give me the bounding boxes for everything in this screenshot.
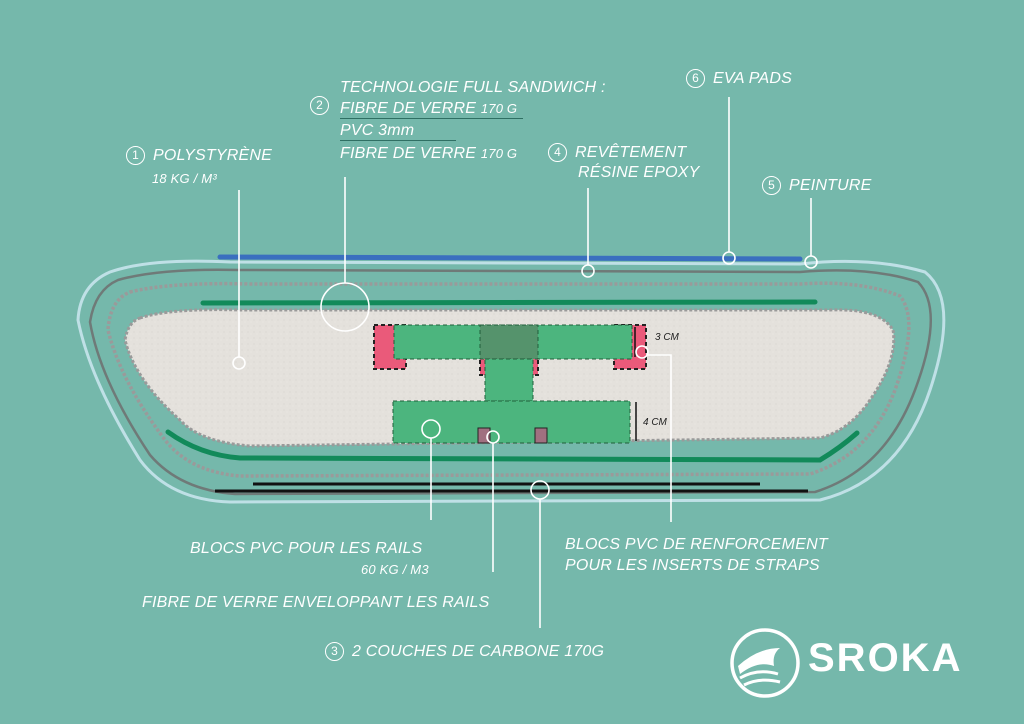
label-blocs-rails: BLOCS PVC POUR LES RAILS xyxy=(190,540,423,557)
dimension-3cm: 3 CM xyxy=(655,332,679,343)
label-sandwich-layer-2: PVC 3mm xyxy=(340,122,456,142)
leader-lines xyxy=(232,97,818,628)
epoxy-outline xyxy=(88,268,933,496)
label-sandwich-title: TECHNOLOGIE FULL SANDWICH : xyxy=(340,79,606,96)
pvc-rail-block xyxy=(392,400,631,444)
brand-name: SROKA xyxy=(808,636,963,680)
label-sandwich-number: 2 xyxy=(310,96,337,115)
dimension-4cm: 4 CM xyxy=(643,417,667,428)
fiberglass-top xyxy=(200,299,818,306)
eva-pad xyxy=(217,254,803,262)
label-fibre-rails: FIBRE DE VERRE ENVELOPPANT LES RAILS xyxy=(142,594,490,611)
pvc-top-center xyxy=(479,324,539,360)
label-blocs-rails-density: 60 KG / M3 xyxy=(361,562,429,577)
label-sandwich-layer-1: FIBRE DE VERRE 170 G xyxy=(340,100,524,120)
label-blocs-renfort-line2: POUR LES INSERTS DE STRAPS xyxy=(565,557,820,574)
rail-insert-right xyxy=(534,427,548,444)
carbon-outline xyxy=(106,281,911,478)
fiberglass-bottom xyxy=(165,429,860,463)
label-polystyrene-density: 18 KG / M³ xyxy=(152,171,217,186)
sroka-logo-icon xyxy=(730,628,800,698)
label-blocs-renfort: BLOCS PVC DE RENFORCEMENT xyxy=(565,536,828,553)
label-sandwich-layer-3: FIBRE DE VERRE 170 G xyxy=(340,145,518,162)
label-revetement-line2: RÉSINE EPOXY xyxy=(578,164,700,181)
pvc-stem xyxy=(484,358,534,402)
